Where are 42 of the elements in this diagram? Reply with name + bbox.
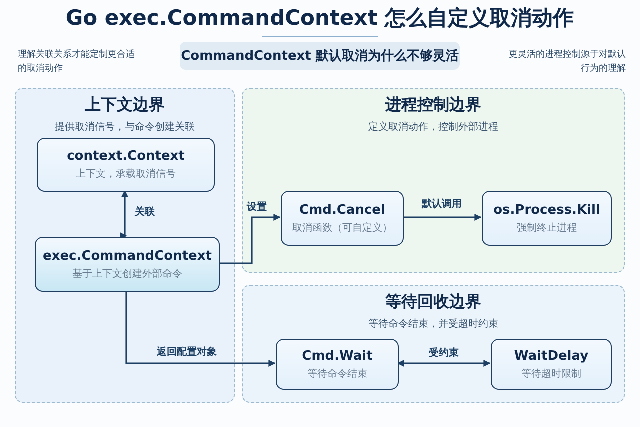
arrow: [219, 214, 281, 264]
subtitle-banner: [180, 42, 460, 70]
double-arrow: [120, 190, 128, 240]
section-description: 提供取消信号，与命令创建关联: [55, 120, 195, 134]
box-title: Cmd.Wait: [302, 348, 373, 364]
side-note: 理解关联关系才能定制更合适的取消动作: [18, 48, 136, 76]
box-description: 等待超时限制: [522, 368, 582, 380]
process-box: [491, 339, 612, 390]
arrow: [403, 214, 482, 221]
double-arrow: [397, 360, 491, 367]
process-box: [35, 237, 220, 292]
box-title: Cmd.Cancel: [300, 202, 386, 218]
process-box: [281, 191, 404, 246]
section-heading: 等待回收边界: [386, 292, 482, 313]
box-description: 基于上下文创建外部命令: [72, 268, 182, 280]
side-note: 更灵活的进程控制源于对默认行为的理解: [508, 48, 626, 76]
section-heading: 上下文边界: [85, 95, 165, 116]
box-title: context.Context: [67, 149, 185, 164]
arrow: [126, 291, 276, 367]
diagram-title: Go exec.CommandContext 怎么自定义取消动作: [64, 5, 576, 32]
edge-label: 返回配置对象: [156, 346, 218, 359]
box-title: exec.CommandContext: [43, 248, 212, 264]
edge-label: 关联: [134, 206, 156, 219]
box-title: WaitDelay: [514, 348, 589, 364]
process-box: [482, 191, 612, 246]
edge-label: 设置: [246, 200, 268, 214]
section-heading: 进程控制边界: [386, 95, 482, 116]
box-title: os.Process.Kill: [494, 202, 600, 218]
section-description: 定义取消动作，控制外部进程: [368, 120, 498, 134]
section-description: 等待命令结束，并受超时约束: [368, 318, 498, 331]
boundary-panel: [15, 88, 235, 403]
box-description: 等待命令结束: [308, 368, 368, 380]
process-box: [276, 339, 399, 390]
subtitle-text: CommandContext 默认取消为什么不够灵活: [181, 48, 459, 65]
edge-label: 默认调用: [420, 198, 463, 211]
box-description: 取消函数（可自定义）: [292, 222, 392, 234]
box-description: 上下文，承载取消信号: [76, 168, 176, 181]
box-description: 强制终止进程: [517, 222, 577, 234]
edge-label: 受约束: [428, 346, 460, 360]
boundary-panel: [242, 88, 625, 273]
boundary-panel: [242, 285, 625, 403]
process-box: [37, 138, 215, 192]
